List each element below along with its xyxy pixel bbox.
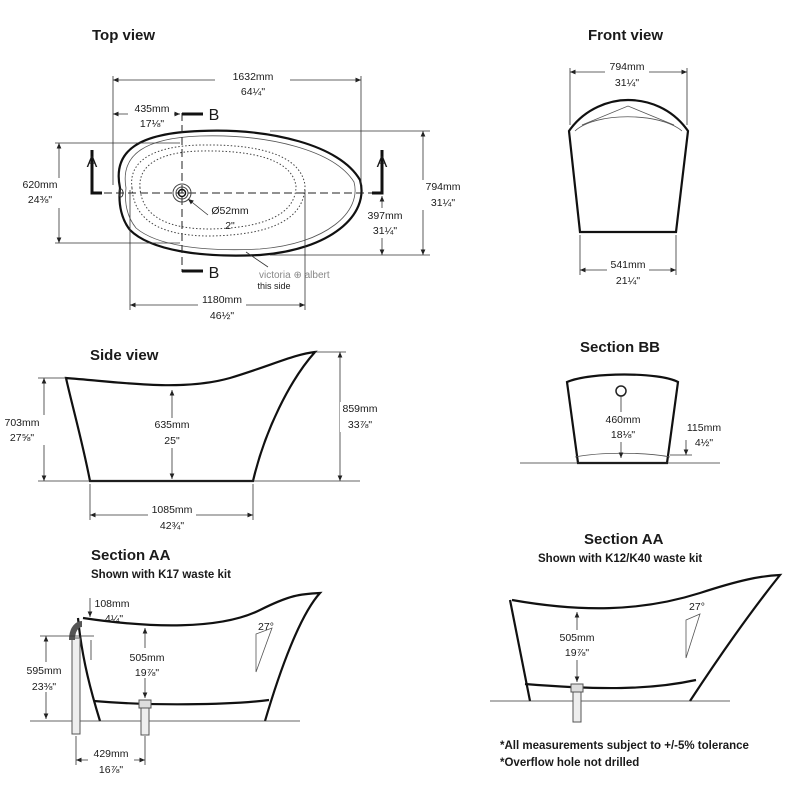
section-a-label: A — [87, 154, 98, 171]
section-aa-right-angle: 27° — [689, 601, 705, 613]
width-mm: 794mm — [425, 181, 460, 193]
drain-diameter-in: 2" — [225, 220, 235, 232]
front-top-width-mm: 794mm — [609, 61, 644, 73]
section-aa-left-subtitle: Shown with K17 waste kit — [91, 569, 231, 581]
drain-offset-in: 17⅛" — [140, 118, 164, 130]
rim-drop-in: 4¼" — [105, 613, 124, 625]
inner-width-in: 24⅜" — [28, 194, 52, 206]
tolerance-note: *All measurements subject to +/-5% toler… — [500, 740, 749, 752]
front-view-title: Front view — [588, 27, 663, 44]
section-bb-width-in: 18⅛" — [611, 429, 635, 441]
front-top-width-in: 31¼" — [615, 77, 639, 89]
half-width-mm: 397mm — [367, 210, 402, 222]
front-base-width-mm: 541mm — [610, 259, 645, 271]
side-base-length-mm: 1085mm — [152, 504, 193, 516]
side-height-low-in: 27⅝" — [10, 432, 34, 444]
length-mm: 1632mm — [233, 71, 274, 83]
section-aa-right-depth-mm: 505mm — [559, 632, 594, 644]
front-base-width-in: 21¼" — [616, 275, 640, 287]
filler-height-mm: 595mm — [26, 665, 61, 677]
waste-offset-mm: 429mm — [93, 748, 128, 760]
section-aa-left-depth-in: 19⅞" — [135, 667, 159, 679]
section-b-label: B — [209, 265, 220, 282]
section-aa-left-depth-mm: 505mm — [129, 652, 164, 664]
brand-logo: victoria ⊕ albert — [259, 270, 330, 281]
section-b-label: B — [209, 107, 220, 124]
front-view: Front view 794mm 31¼" 541mm 21¼" — [567, 27, 690, 287]
drain-diameter-mm: Ø52mm — [211, 205, 249, 217]
top-view: Top view A A B B 1632mm 64¼" 435mm 17⅛" — [22, 27, 460, 322]
half-width-in: 31¼" — [373, 225, 397, 237]
drain-icon — [172, 183, 192, 203]
side-view-title: Side view — [90, 347, 159, 364]
overflow-note: *Overflow hole not drilled — [500, 757, 639, 769]
section-bb-title: Section BB — [580, 339, 660, 356]
side-view-outline — [64, 350, 318, 483]
side-depth-in: 25" — [164, 435, 180, 447]
section-a-marker-left — [90, 150, 102, 195]
inner-length-mm: 1180mm — [202, 294, 242, 306]
section-aa-left-outline — [76, 591, 323, 722]
section-bb: Section BB 460mm 18⅛" 115mm 4½" — [520, 339, 721, 465]
inner-length-in: 46½" — [210, 310, 234, 322]
drain-offset-mm: 435mm — [134, 103, 169, 115]
section-aa-right-outline — [508, 573, 783, 702]
logo-caption: this side — [257, 281, 290, 291]
side-depth-mm: 635mm — [154, 419, 189, 431]
section-a-label: A — [377, 154, 388, 171]
width-in: 31¼" — [431, 197, 455, 209]
waste-offset-in: 16⅞" — [99, 764, 123, 776]
side-height-high-in: 33⅞" — [348, 419, 372, 431]
section-aa-right-depth-in: 19⅞" — [565, 647, 589, 659]
top-view-outline — [117, 129, 363, 257]
side-height-high-mm: 859mm — [342, 403, 377, 415]
top-view-title: Top view — [92, 27, 155, 44]
section-bb-width-mm: 460mm — [605, 414, 640, 426]
filler-height-in: 23⅜" — [32, 681, 56, 693]
side-base-length-in: 42¾" — [160, 520, 184, 532]
section-aa-left: Section AA Shown with K17 waste kit 108m… — [22, 547, 323, 776]
front-view-outline — [567, 98, 690, 234]
section-aa-left-title: Section AA — [91, 547, 171, 564]
section-aa-right-subtitle: Shown with K12/K40 waste kit — [538, 553, 702, 565]
section-aa-right-title: Section AA — [584, 531, 664, 548]
side-height-low-mm: 703mm — [4, 417, 39, 429]
section-bb-plinth-mm: 115mm — [687, 422, 721, 434]
section-bb-outline — [565, 373, 680, 465]
section-a-marker-right — [372, 150, 384, 195]
inner-width-mm: 620mm — [22, 179, 57, 191]
section-aa-left-angle: 27° — [258, 621, 274, 633]
rim-drop-mm: 108mm — [94, 598, 129, 610]
length-in: 64¼" — [241, 86, 265, 98]
section-aa-right: Section AA Shown with K12/K40 waste kit … — [490, 531, 783, 723]
section-bb-plinth-in: 4½" — [695, 437, 714, 449]
side-view: Side view 703mm 27⅝" 635mm 25" 859mm 33⅞… — [4, 347, 382, 532]
